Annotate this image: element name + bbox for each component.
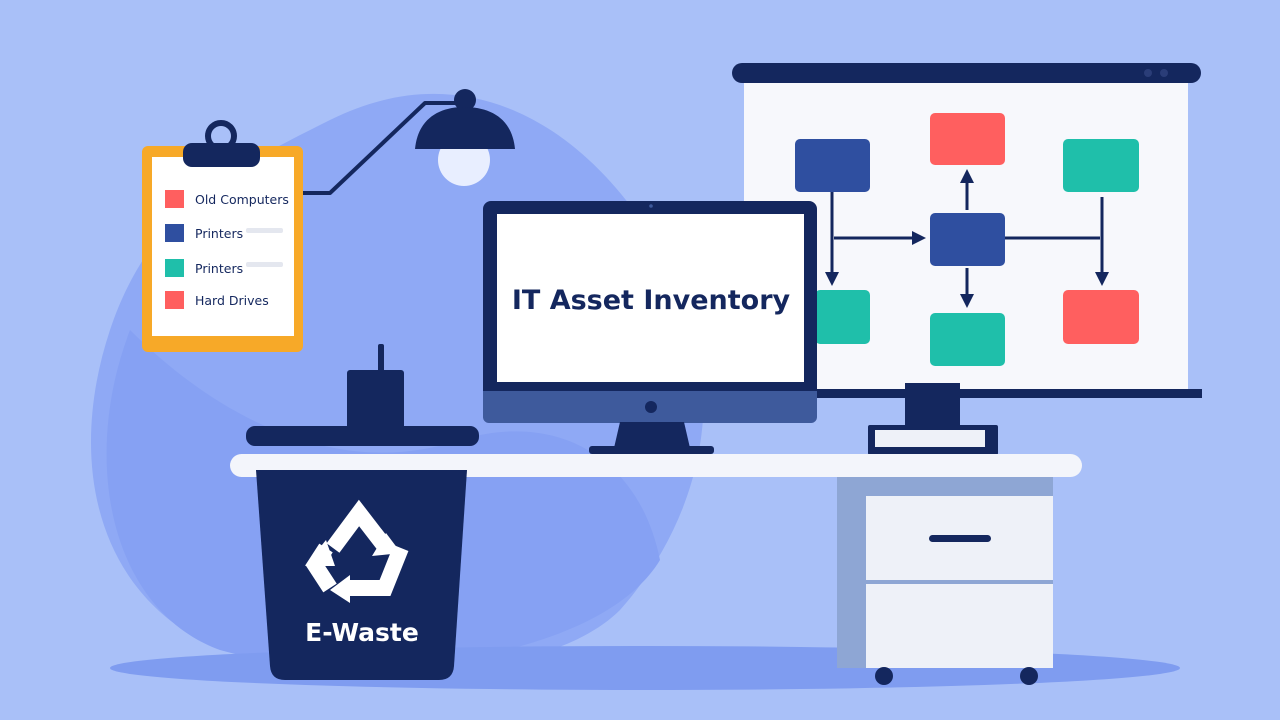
checklist-item-label: Hard Drives: [195, 293, 269, 308]
whiteboard-stand: [868, 383, 998, 455]
drawer-handle: [929, 535, 991, 542]
monitor-stand: [614, 422, 690, 448]
checklist-item-label: Printers: [195, 226, 243, 241]
caster-wheel: [1020, 667, 1038, 685]
drawer-divider: [866, 580, 1053, 584]
checklist-item-label: Printers: [195, 261, 243, 276]
flow-connectors: [825, 169, 1109, 308]
checklist-swatch: [165, 224, 184, 242]
flow-node: [815, 290, 870, 344]
bin-label: E-Waste: [305, 618, 419, 647]
e-waste-bin: E-Waste: [246, 344, 479, 680]
flow-node: [930, 213, 1005, 266]
whiteboard-dot: [1144, 69, 1152, 77]
monitor-title: IT Asset Inventory: [512, 285, 791, 316]
checklist-swatch: [165, 291, 184, 309]
flow-node: [795, 139, 870, 192]
desk-lamp: [302, 89, 515, 195]
power-button: [645, 401, 657, 413]
recycle-icon: [305, 499, 409, 603]
flow-node: [1063, 139, 1139, 192]
list-item-line: [246, 228, 283, 233]
monitor-screen: [497, 214, 804, 382]
monitor-foot: [589, 446, 714, 454]
flow-node: [1063, 290, 1139, 344]
caster-wheel: [875, 667, 893, 685]
drawer-cabinet: [837, 474, 1053, 685]
monitor: IT Asset Inventory: [483, 201, 817, 454]
whiteboard: [732, 63, 1202, 398]
checklist-item-label: Old Computers: [195, 192, 289, 207]
list-item-line: [246, 262, 283, 267]
flow-node: [930, 313, 1005, 366]
monitor-camera: [649, 204, 653, 208]
checklist-swatch: [165, 190, 184, 208]
flow-node: [930, 113, 1005, 165]
checklist-swatch: [165, 259, 184, 277]
whiteboard-dot: [1160, 69, 1168, 77]
book: [875, 430, 985, 447]
clipboard-clip: [183, 143, 260, 167]
